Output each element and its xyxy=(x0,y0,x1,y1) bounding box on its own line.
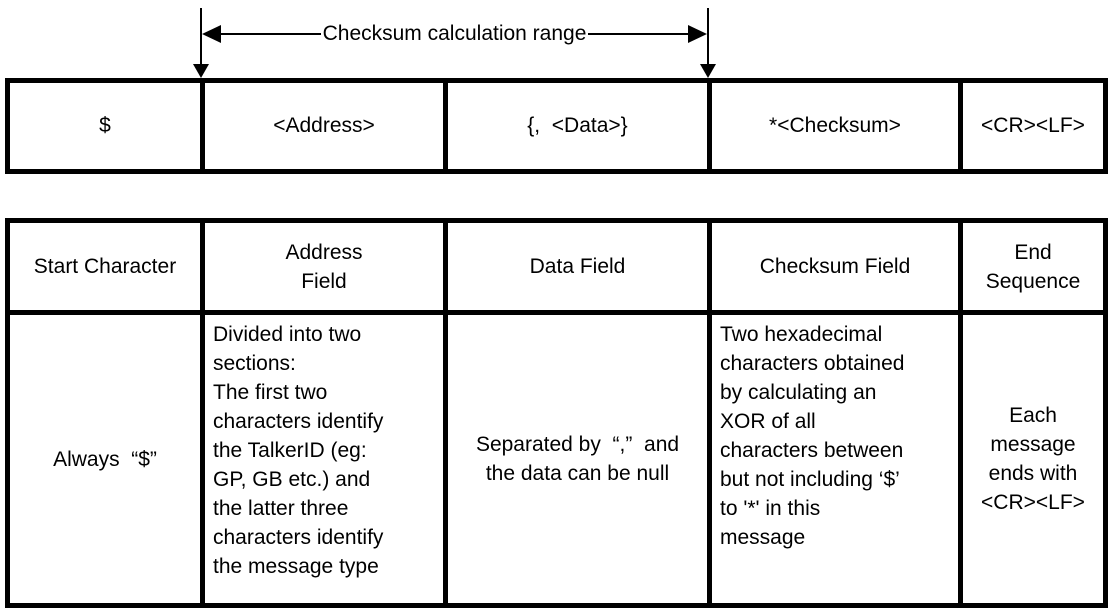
arrowhead-left-icon xyxy=(202,24,221,43)
header-checksum-field: Checksum Field xyxy=(712,223,958,310)
header-data-field: Data Field xyxy=(448,223,707,310)
field-start-character: $ xyxy=(10,83,200,169)
arrow-line-right xyxy=(588,32,688,35)
header-start-character: Start Character xyxy=(10,223,200,310)
arrowhead-right-icon xyxy=(688,24,707,43)
desc-checksum-field: Two hexadecimal characters obtained by c… xyxy=(712,315,958,603)
checksum-range-arrow: Checksum calculation range xyxy=(202,20,707,47)
header-address-field: Address Field xyxy=(205,223,443,310)
header-end-sequence: End Sequence xyxy=(963,223,1103,310)
down-arrowhead-right-icon xyxy=(700,64,716,78)
field-checksum: *<Checksum> xyxy=(712,83,958,169)
down-arrowhead-left-icon xyxy=(193,64,209,78)
desc-end-sequence: Each message ends with <CR><LF> xyxy=(963,315,1103,603)
field-data: {, <Data>} xyxy=(448,83,707,169)
arrow-line-left xyxy=(221,32,321,35)
desc-address-field: Divided into two sections: The first two… xyxy=(205,315,443,603)
field-description-table: Start Character Address Field Data Field… xyxy=(5,218,1108,608)
field-address: <Address> xyxy=(205,83,443,169)
message-format-row: $ <Address> {, <Data>} *<Checksum> <CR><… xyxy=(5,78,1108,174)
range-boundary-line-left xyxy=(200,8,202,66)
desc-start-character: Always “$” xyxy=(10,315,200,603)
desc-data-field: Separated by “,” and the data can be nul… xyxy=(448,315,707,603)
range-boundary-line-right xyxy=(707,8,709,66)
field-end-sequence: <CR><LF> xyxy=(963,83,1103,169)
checksum-range-label: Checksum calculation range xyxy=(322,21,587,45)
